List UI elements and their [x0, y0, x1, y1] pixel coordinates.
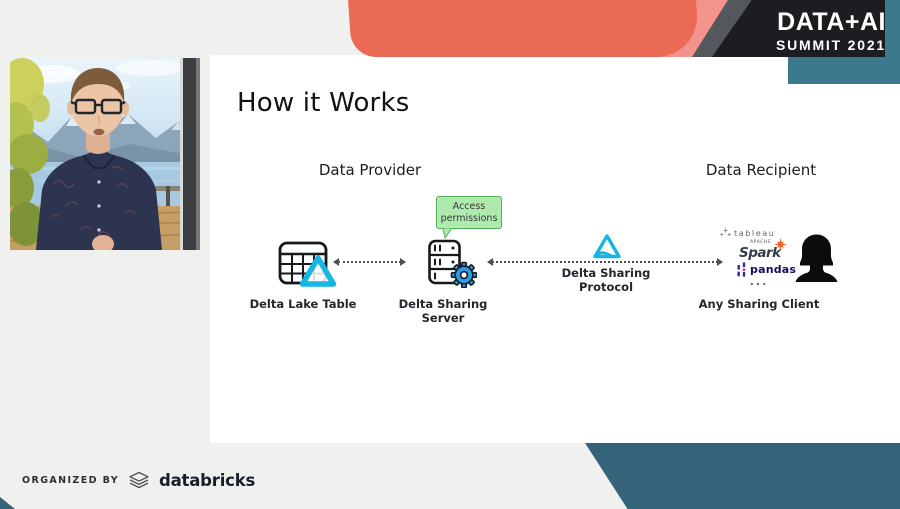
glasses [70, 98, 126, 115]
arrowhead-left-icon [333, 258, 339, 266]
delta-sharing-logo-icon [593, 234, 621, 259]
apache-label: APACHE [750, 240, 772, 245]
gear-icon [450, 261, 477, 288]
bottom-left-teal-sliver [0, 497, 15, 509]
bottom-right-teal-shape [585, 443, 900, 509]
any-sharing-client-label: Any Sharing Client [698, 297, 820, 311]
arrowhead-left-icon [487, 258, 493, 266]
organized-by-label: ORGANIZED BY [22, 474, 119, 486]
header-art-coral [348, 0, 700, 57]
spark-logo: APACHE Spark [739, 238, 787, 262]
dotted-arrow-protocol [487, 258, 723, 267]
databricks-wordmark: databricks [159, 470, 256, 490]
arrowhead-right-icon [717, 258, 723, 266]
presenter-scene [10, 58, 200, 250]
access-permissions-callout: Access permissions [436, 196, 502, 229]
footer: ORGANIZED BY databricks [22, 467, 255, 493]
dotted-arrow-provider [333, 258, 406, 267]
summit-logo: DATA+AI SUMMIT 2021 [775, 8, 886, 53]
pandas-mark-icon [737, 262, 746, 277]
delta-sharing-server-label: Delta Sharing Server [398, 297, 488, 325]
databricks-logo-icon [129, 471, 149, 488]
person-silhouette-icon [795, 234, 838, 282]
page-title: How it Works [237, 88, 410, 118]
more-clients-ellipsis: ... [749, 275, 769, 288]
window-frame [183, 58, 196, 250]
tableau-logo: tableau [720, 228, 775, 238]
data-recipient-label: Data Recipient [705, 161, 817, 179]
arrowhead-right-icon [400, 258, 406, 266]
callout-tail-icon [442, 228, 453, 240]
summit-logo-line2: SUMMIT 2021 [775, 37, 886, 53]
summit-logo-line1: DATA+AI [777, 8, 886, 36]
tableau-mark-icon [720, 228, 731, 236]
presenter-video [10, 58, 200, 250]
pandas-logo: pandas [737, 262, 796, 277]
spark-star-icon [774, 238, 787, 251]
presenter [36, 68, 162, 250]
delta-sharing-protocol-label: Delta Sharing Protocol [561, 266, 651, 294]
foliage [10, 58, 50, 246]
pandas-label: pandas [750, 263, 797, 276]
tableau-label: tableau [734, 228, 776, 238]
data-provider-label: Data Provider [318, 161, 422, 179]
delta-lake-table-label: Delta Lake Table [249, 297, 357, 311]
spark-label: Spark [739, 245, 781, 261]
server-icon [428, 239, 477, 288]
delta-lake-logo-icon [299, 255, 337, 287]
